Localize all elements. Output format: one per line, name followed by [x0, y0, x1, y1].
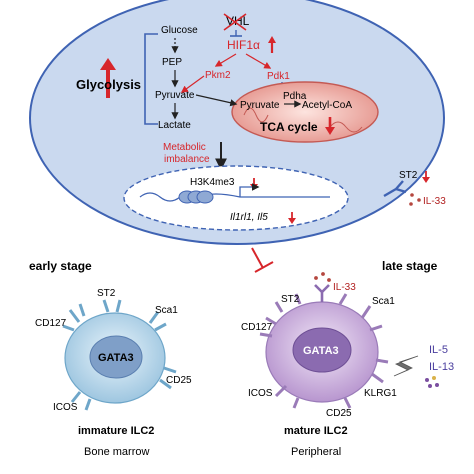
hif-pkm2-arrow	[214, 53, 237, 67]
hif-pdk1-arrow	[245, 53, 272, 69]
acetyl-coa-label: Acetyl-CoA	[302, 100, 352, 111]
late-sca1-label: Sca1	[372, 296, 395, 307]
glycolysis-bracket	[144, 33, 158, 125]
pep-label: PEP	[162, 57, 182, 68]
inhibition-bar	[254, 261, 274, 273]
il13-label: IL-13	[429, 361, 454, 373]
pkm2-label: Pkm2	[205, 70, 231, 81]
il33-label: IL-33	[423, 196, 446, 207]
hif1a-up-arrowhead	[268, 36, 276, 43]
peripheral-label: Peripheral	[291, 446, 341, 458]
late-klrg1-label: KLRG1	[364, 388, 397, 399]
late-cd25-label: CD25	[326, 408, 352, 419]
glycolysis-label: Glycolysis	[76, 77, 141, 92]
hif1a-label: HIF1α	[227, 38, 260, 52]
st2-label: ST2	[399, 170, 418, 181]
pdk1-label: Pdk1	[267, 71, 290, 82]
pyruvate-mito-arrow	[195, 94, 238, 107]
genes-label: Il1rl1, Il5	[230, 212, 268, 223]
tca-down-arrowhead	[325, 127, 335, 135]
pdha-label: Pdha	[283, 91, 307, 102]
late-st2-receptor-icon	[314, 284, 330, 302]
immature-ilc2-label: immature ILC2	[78, 425, 154, 437]
pkm2-pyruvate-arrow	[180, 75, 205, 93]
early-stage-label: early stage	[29, 259, 92, 273]
st2-down-arrowhead	[422, 177, 430, 183]
mito-pyruvate-label: Pyruvate	[240, 100, 280, 111]
il33-dots-icon	[409, 193, 421, 206]
mitochondrion	[231, 81, 379, 143]
late-stage-label: late stage	[382, 259, 438, 273]
early-cd25-label: CD25	[166, 375, 192, 386]
inhibition-stem	[251, 247, 264, 269]
late-il33-dots-icon	[314, 272, 331, 282]
early-icos-label: ICOS	[53, 402, 78, 413]
early-gata3-label: GATA3	[98, 352, 134, 364]
pyruvate-label: Pyruvate	[155, 90, 195, 101]
imbalance-label: imbalance	[164, 154, 210, 165]
transcription-start-arrow	[239, 183, 260, 197]
early-st2-label: ST2	[97, 288, 116, 299]
cytokine-dots-icon	[425, 376, 439, 388]
metabolic-label: Metabolic	[163, 142, 206, 153]
lightning-bolt-icon	[393, 355, 419, 377]
late-gata3-label: GATA3	[303, 345, 339, 357]
vhl-cross-b	[223, 13, 247, 31]
late-il33-label: IL-33	[333, 282, 356, 293]
early-gata3-nucleus	[89, 335, 143, 379]
genes-down-arrowhead	[288, 218, 296, 224]
tca-cycle-label: TCA cycle	[260, 120, 318, 134]
bone-marrow-label: Bone marrow	[84, 446, 149, 458]
late-st2-label: ST2	[281, 294, 300, 305]
mitochondrion-cristae	[243, 107, 363, 133]
early-sca1-label: Sca1	[155, 305, 178, 316]
glycolysis-up-arrowhead	[100, 58, 116, 70]
st2-receptor-icon	[383, 180, 407, 198]
mature-ilc2-label: mature ILC2	[284, 425, 348, 437]
early-cd127-label: CD127	[35, 318, 67, 329]
nucleosome-icon	[178, 190, 214, 204]
late-icos-label: ICOS	[248, 388, 273, 399]
lactate-label: Lactate	[158, 120, 191, 131]
h3k4me3-label: H3K4me3	[190, 177, 235, 188]
il5-label: IL-5	[429, 344, 448, 356]
late-gata3-nucleus	[292, 327, 352, 373]
glucose-label: Glucose	[161, 25, 198, 36]
late-cd127-label: CD127	[241, 322, 273, 333]
